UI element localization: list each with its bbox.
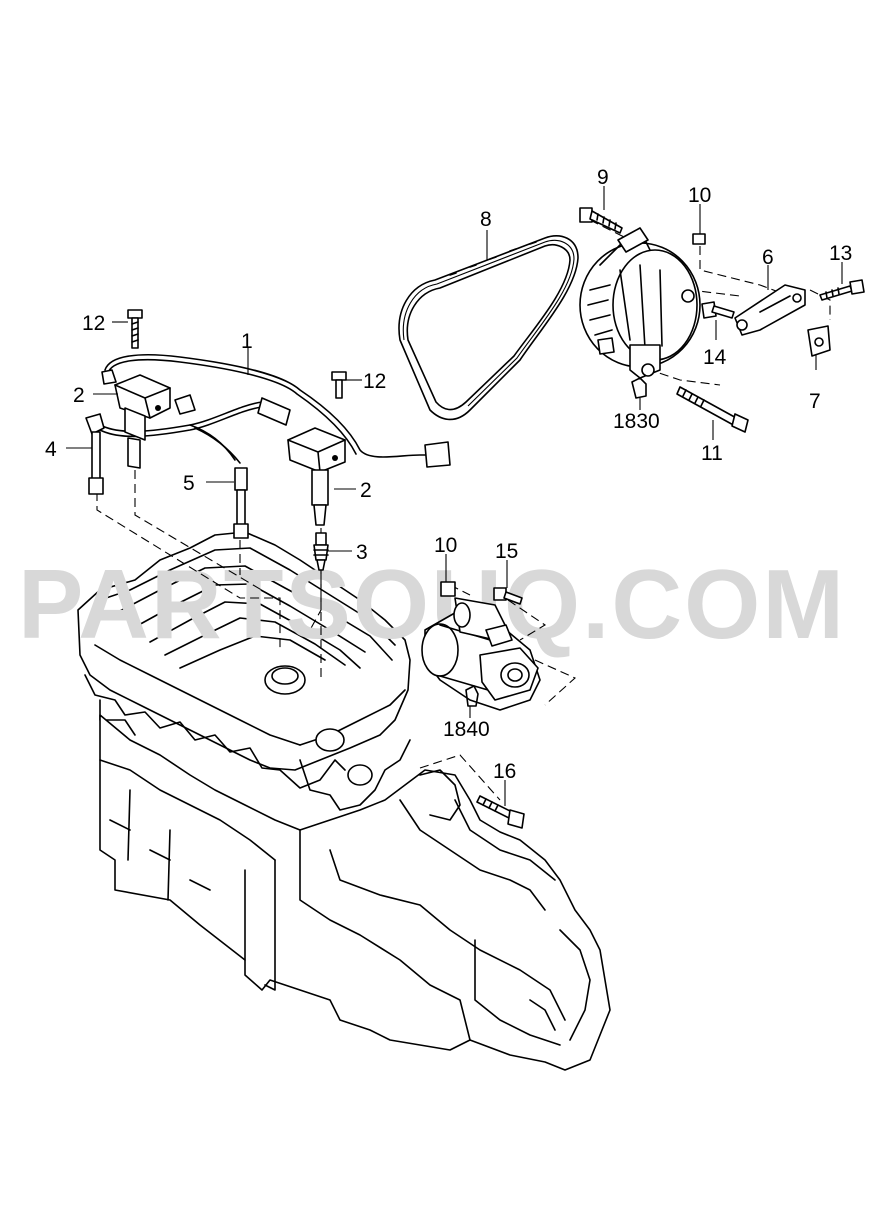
alternator-bracket — [734, 284, 806, 336]
callout-14: 14 — [703, 346, 727, 369]
ignition-harness — [99, 353, 451, 468]
ignition-cable-5 — [233, 467, 249, 539]
bolt-15 — [493, 587, 523, 605]
callout-15: 15 — [495, 540, 518, 563]
callout-7: 7 — [809, 390, 821, 413]
callout-16: 16 — [493, 760, 516, 783]
alternator — [579, 227, 701, 379]
bolt-16 — [476, 795, 525, 829]
callout-2-right: 2 — [360, 479, 372, 502]
clip-1840 — [465, 685, 479, 707]
callout-13: 13 — [829, 242, 852, 265]
bracket-clip-7 — [807, 325, 831, 357]
ignition-cable-4 — [85, 413, 105, 495]
callout-1830: 1830 — [613, 410, 660, 433]
bolt-9 — [579, 207, 623, 234]
callout-12-right: 12 — [363, 370, 386, 393]
starter-motor — [421, 597, 541, 711]
callout-9: 9 — [597, 166, 609, 189]
callout-12-left: 12 — [82, 312, 105, 335]
bolt-13 — [819, 279, 865, 301]
callout-5: 5 — [183, 472, 195, 495]
callout-labels: 1 2 2 3 4 5 6 7 8 9 10 10 11 12 12 13 14… — [45, 166, 852, 783]
bolt-14 — [701, 301, 735, 319]
nut-10-lower — [440, 581, 456, 597]
callout-8: 8 — [480, 208, 492, 231]
callout-2-left: 2 — [73, 384, 85, 407]
spark-plug — [313, 532, 329, 571]
nut-10-upper — [692, 233, 706, 245]
callout-3: 3 — [356, 541, 368, 564]
bolt-12-left — [127, 309, 143, 349]
clip-1830 — [631, 377, 647, 399]
callout-6: 6 — [762, 246, 774, 269]
callout-4: 4 — [45, 438, 57, 461]
callout-1: 1 — [241, 330, 253, 353]
callout-11: 11 — [701, 442, 723, 465]
ignition-coil-right — [287, 427, 346, 526]
bolt-12-right — [331, 371, 347, 399]
ignition-coil-left — [114, 374, 171, 469]
callout-1840: 1840 — [443, 718, 490, 741]
engine-block — [77, 531, 611, 1071]
callout-10-lower: 10 — [434, 534, 457, 557]
drive-belt — [398, 234, 579, 421]
leader-lines — [66, 186, 843, 806]
bolt-11 — [676, 386, 749, 433]
callout-10-upper: 10 — [688, 184, 711, 207]
